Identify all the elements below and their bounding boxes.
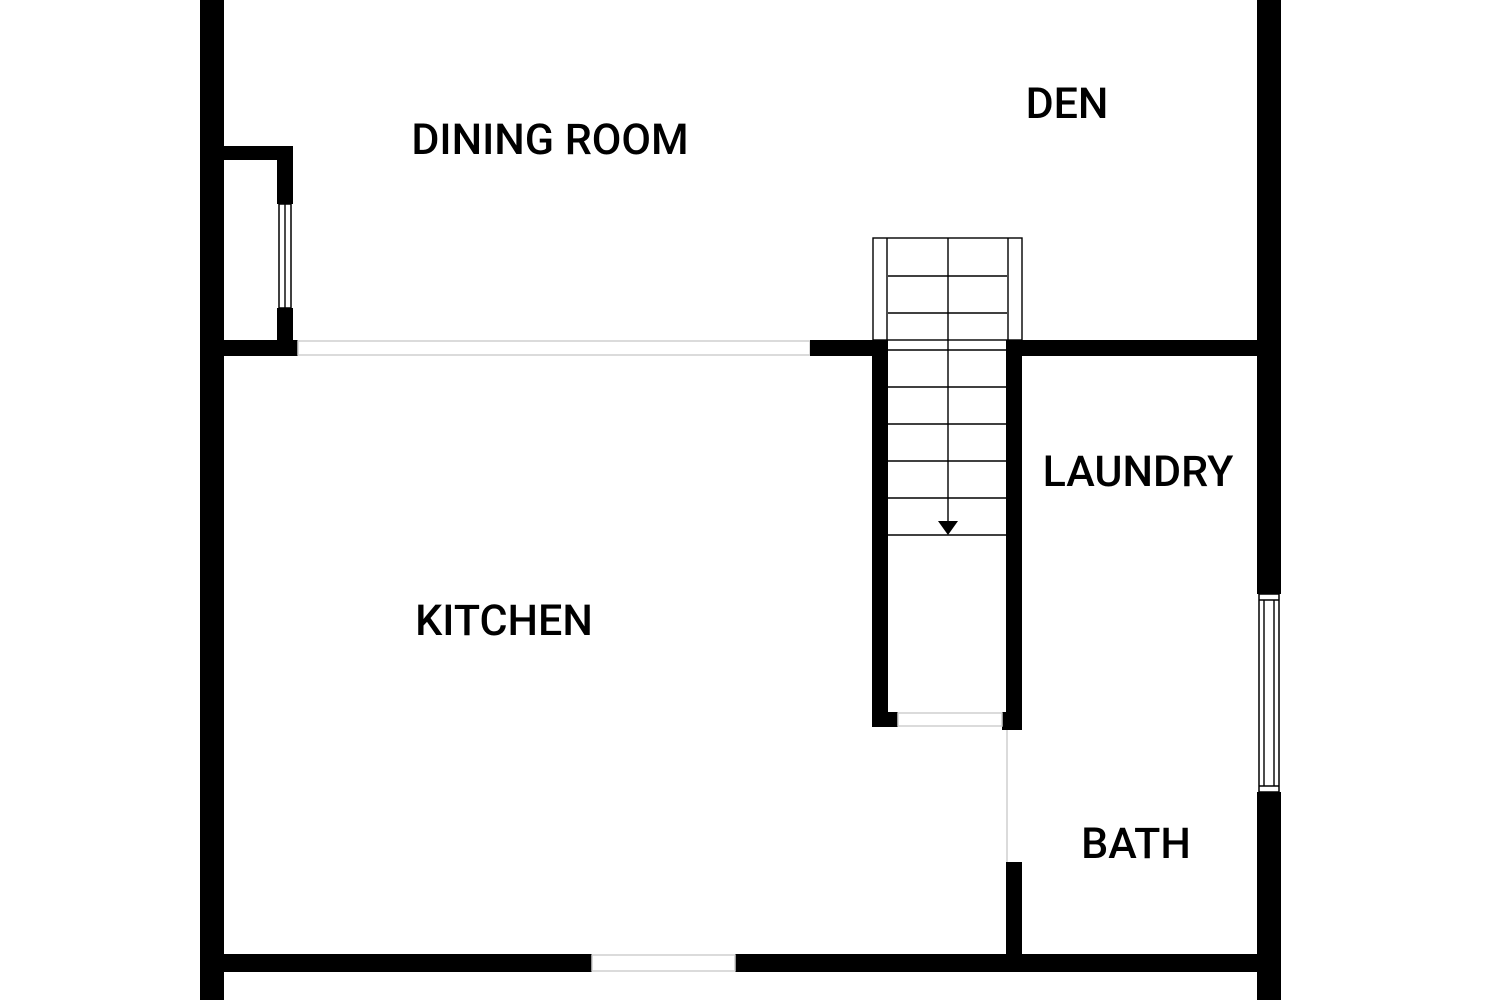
label-den: DEN <box>1026 79 1109 129</box>
dining-kitchen-wall <box>200 340 1281 356</box>
stair-bottom-right <box>1002 712 1022 730</box>
outer-walls <box>200 0 1281 1000</box>
nook-top-wall <box>200 146 293 160</box>
label-kitchen: KITCHEN <box>415 596 593 646</box>
south-wall-left <box>200 954 592 972</box>
staircase <box>872 237 1023 536</box>
east-window <box>1258 593 1280 793</box>
label-dining-room: DINING ROOM <box>411 115 688 165</box>
kitchen-opening <box>297 340 811 356</box>
stair-treads <box>888 275 1007 536</box>
stair-walls <box>872 340 1022 730</box>
bath-walls <box>1006 730 1022 972</box>
stair-doorway <box>897 712 1003 727</box>
bath-west-wall <box>1006 862 1022 972</box>
stair-left-wall <box>872 340 888 727</box>
south-window <box>591 954 736 972</box>
divider-wall-right <box>1008 340 1281 356</box>
east-wall-upper <box>1257 0 1281 594</box>
room-labels: DINING ROOM DEN LAUNDRY KITCHEN BATH <box>411 79 1234 869</box>
divider-wall-mid <box>810 340 888 356</box>
closet-nook <box>200 146 293 356</box>
stair-bottom-left <box>872 712 898 727</box>
divider-wall-left <box>200 340 298 356</box>
label-laundry: LAUNDRY <box>1043 447 1235 497</box>
nook-right-wall-upper <box>277 146 293 204</box>
arrow-down-icon <box>938 521 958 535</box>
stair-right-wall <box>1006 340 1022 730</box>
west-wall <box>200 0 224 1000</box>
label-bath: BATH <box>1081 819 1191 869</box>
windows <box>591 593 1280 972</box>
